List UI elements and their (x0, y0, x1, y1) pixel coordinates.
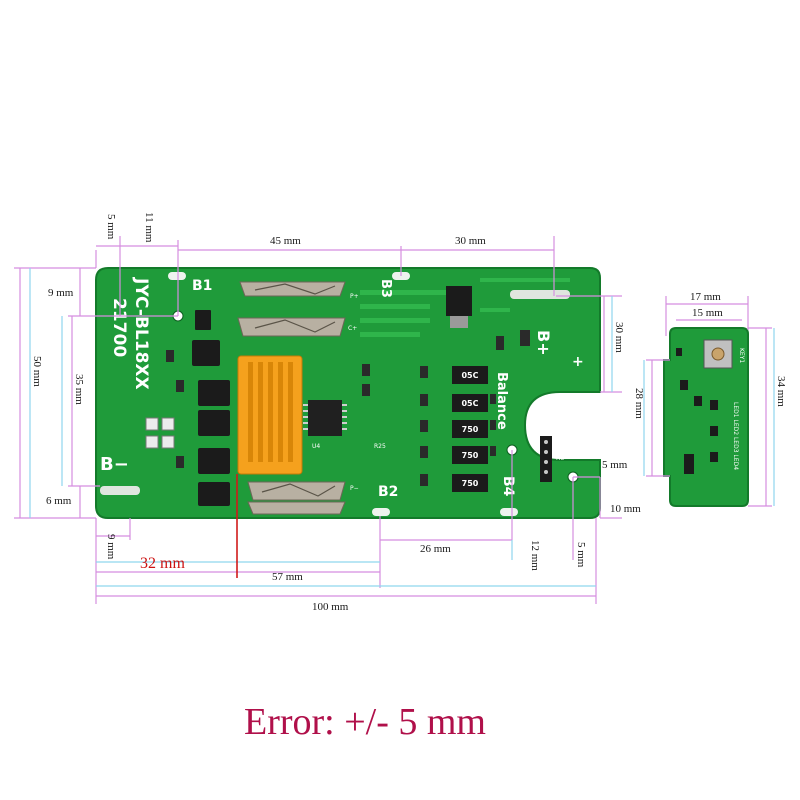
spring-terminal-lines (254, 283, 336, 497)
dim-30mm-right: 30 mm (613, 322, 625, 353)
dim-17mm: 17 mm (690, 291, 721, 303)
dimension-lines (14, 236, 772, 604)
tact-switch-button (711, 347, 725, 361)
label-minus: − (572, 422, 584, 438)
transistor-q (446, 286, 472, 316)
label-bminus: B− (100, 454, 129, 475)
label-model: JYC-BL18XX (131, 277, 151, 390)
slot-b1 (168, 272, 186, 280)
label-h3: H3 (556, 455, 565, 462)
res-label-5: 750 (462, 479, 479, 488)
label-b1: B1 (192, 278, 212, 294)
slot-bplus (510, 290, 570, 299)
led-pcb: KEY1 LED1 LED2 LED3 LED4 (663, 327, 749, 507)
label-leds: LED1 LED2 LED3 LED4 (732, 402, 739, 470)
slot-b2 (372, 508, 390, 516)
dim-32mm: 32 mm (140, 555, 185, 572)
label-r25: R25 (374, 443, 386, 450)
label-b2: B2 (378, 484, 398, 500)
dim-5mm-right: 5 mm (602, 459, 628, 471)
spring-terminals (237, 281, 346, 515)
mosfet-column (192, 310, 230, 506)
dim-30mm-top: 30 mm (455, 235, 486, 247)
transistor-tab (450, 316, 468, 328)
dim-100mm: 100 mm (312, 601, 349, 613)
label-pminus: P− (350, 485, 359, 492)
dim-57mm: 57 mm (272, 571, 303, 583)
smd-parts (166, 330, 530, 486)
pcb-traces (360, 278, 570, 337)
label-b4: B4 (500, 476, 516, 497)
dim-50mm: 50 mm (31, 356, 43, 387)
main-pcb: 05C 05C 750 750 750 B1 B3 B+ + − B− B (95, 267, 601, 519)
dim-12mm: 12 mm (529, 540, 541, 571)
small-caps (145, 417, 175, 449)
slot-bminus (100, 486, 140, 495)
dim-6mm: 6 mm (46, 495, 72, 507)
orange-connector (237, 355, 303, 475)
dim-11mm-top: 11 mm (143, 212, 155, 243)
h3-pins (544, 440, 548, 474)
dim-35mm: 35 mm (73, 374, 85, 405)
dim-9mm-bottom: 9 mm (105, 534, 117, 560)
dim-34mm: 34 mm (775, 376, 787, 407)
label-plus: + (572, 354, 584, 370)
label-cplus: C+ (348, 325, 357, 332)
dim-26mm: 26 mm (420, 543, 451, 555)
res-label-3: 750 (462, 425, 479, 434)
dim-5mm-top: 5 mm (105, 214, 117, 240)
label-u4: U4 (312, 443, 320, 450)
res-label-2: 05C (461, 399, 478, 408)
dim-9mm-left: 9 mm (48, 287, 74, 299)
label-b3: B3 (378, 279, 393, 298)
error-note: Error: +/- 5 mm (244, 701, 486, 743)
dim-15mm: 15 mm (692, 307, 723, 319)
label-key1: KEY1 (738, 348, 745, 363)
main-pcb-outline (95, 267, 601, 519)
cyan-lines (29, 268, 775, 587)
led-parts (676, 348, 718, 474)
balance-resistors (452, 366, 488, 492)
label-balance: Balance (494, 372, 509, 430)
dim-45mm: 45 mm (270, 235, 301, 247)
slot-b4 (500, 508, 518, 516)
dim-28mm: 28 mm (633, 388, 645, 419)
res-label-4: 750 (462, 451, 479, 460)
label-model-21700: 21700 (109, 298, 129, 357)
label-bplus: B+ (534, 330, 553, 356)
label-pplus: P+ (350, 293, 359, 300)
ic-u4 (308, 400, 342, 436)
h3-header (540, 436, 552, 482)
dim-10mm: 10 mm (610, 503, 641, 515)
dim-5mm-bottom: 5 mm (575, 542, 587, 568)
res-label-1: 05C (461, 371, 478, 380)
ic-pins (303, 404, 347, 430)
